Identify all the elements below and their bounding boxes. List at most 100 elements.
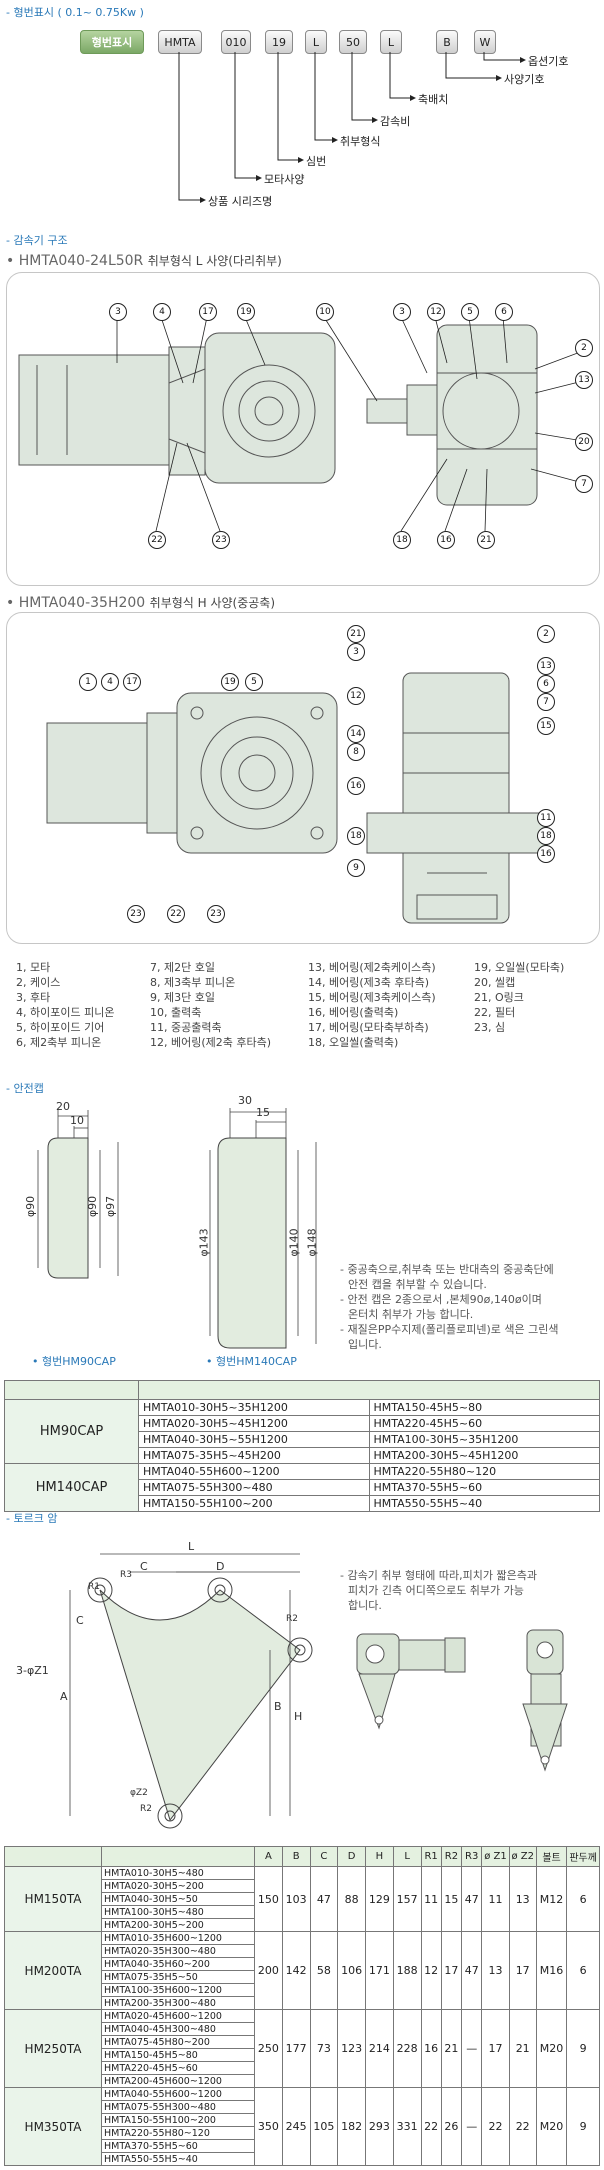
torque-arm-model: HM350TA <box>4 2087 102 2166</box>
fig2-callout-16: 16 <box>347 777 365 795</box>
fig2-callout-9: 9 <box>347 859 365 877</box>
table-cell: HMTA040-55H600~1200 <box>101 2087 255 2101</box>
fig1-callout-20: 20 <box>575 433 593 451</box>
ta-dim-L: L <box>188 1540 195 1553</box>
col-header: ø Z2 <box>508 1846 537 1867</box>
part-item: 20, 씰캡 <box>474 976 516 989</box>
part-item: 6, 제2축부 피니온 <box>16 1036 102 1049</box>
fig1-callout-2: 2 <box>575 339 593 357</box>
note-line: - 안전 캡은 2종으로서 ,본체90ø,140ø이며 <box>340 1293 542 1306</box>
col-header: H <box>365 1846 394 1867</box>
col-header: 판두께 <box>566 1846 600 1867</box>
table-row: HMTA550-55H5~40 <box>5 2152 600 2166</box>
ta-dim-R2b: R2 <box>140 1804 152 1814</box>
table-cell: 182 <box>337 2087 366 2166</box>
table-row: HM90CAP HMTA010-30H5~35H1200 HMTA150-45H… <box>4 1399 600 1464</box>
table-header-row: A B C D H L R1 R2 R3 ø Z1 ø Z2 볼트 판두께 <box>4 1846 600 1867</box>
parts-col-3: 13, 베어링(제2축케이스측) 14, 베어링(제3축 후타측) 15, 베어… <box>308 960 436 1050</box>
table-cell: 88 <box>337 1866 366 1932</box>
table-cell: 12 <box>420 1931 442 2010</box>
code-box-label: 형번표시 <box>80 30 144 54</box>
fig1-callout-5: 5 <box>461 303 479 321</box>
fig2-callout-23: 23 <box>127 905 145 923</box>
torque-arm-model: HM200TA <box>4 1931 102 2010</box>
col-header: D <box>337 1846 366 1867</box>
fig1-callout-10: 10 <box>316 303 334 321</box>
fig1-callout-13: 13 <box>575 371 593 389</box>
ta-dim-B: B <box>274 1700 282 1713</box>
table-cell: 6 <box>566 1866 600 1932</box>
fig2-subtitle: 취부형식 H 사양(중공축) <box>149 596 276 610</box>
note-line: 합니다. <box>348 1599 382 1612</box>
label-shaft-arrangement: 축배치 <box>418 93 449 106</box>
part-item: 8, 제3축부 피니온 <box>150 976 236 989</box>
col-header: A <box>254 1846 283 1867</box>
part-item: 1, 모타 <box>16 961 51 974</box>
table-cell: 47 <box>461 1931 483 2010</box>
safety-cap-drawings <box>37 1108 317 1349</box>
fig2-callout-21: 21 <box>347 625 365 643</box>
table-cell: M12 <box>535 1866 568 1932</box>
fig2-title: • HMTA040-35H200 <box>6 595 146 611</box>
table-cell: HMTA550-55H5~40 <box>368 1495 600 1512</box>
fig2-callout-1: 1 <box>79 673 97 691</box>
table-cell: 9 <box>566 2087 600 2166</box>
table-cell: 11 <box>420 1866 442 1932</box>
note-line: - 감속기 취부 형태에 따라,피치가 짧은측과 <box>340 1569 537 1582</box>
table-cell: 200 <box>254 1931 283 2010</box>
table-cell: HMTA040-45H300~480 <box>101 2022 255 2036</box>
fig2-callout-8: 8 <box>347 743 365 761</box>
table-cell: HMTA100-30H5~35H1200 <box>368 1431 600 1448</box>
table-cell: 250 <box>254 2009 283 2088</box>
table-cell: 142 <box>281 1931 311 2010</box>
label-frame-no: 심번 <box>306 155 327 168</box>
fig1-title: • HMTA040-24L50R <box>6 253 144 269</box>
parts-col-4: 19, 오일씰(모타축) 20, 씰캡 21, O링크 22, 필터 23, 심 <box>474 960 564 1035</box>
torque-arm-title: - 토르크 암 <box>6 1512 58 1525</box>
table-row: HM140CAP HMTA040-55H600~1200 HMTA220-55H… <box>4 1463 600 1512</box>
table-cell: 350 <box>254 2087 283 2166</box>
part-item: 10, 출력축 <box>150 1006 202 1019</box>
table-cell: 22 <box>508 2087 537 2166</box>
table-cell: HMTA010-30H5~480 <box>101 1866 255 1880</box>
part-item: 23, 심 <box>474 1021 506 1034</box>
ta-dim-A: A <box>60 1690 68 1703</box>
col-header: R1 <box>420 1846 442 1867</box>
part-item: 5, 하이포이드 기어 <box>16 1021 105 1034</box>
fig2-callout-23b: 23 <box>207 905 225 923</box>
table-cell: 26 <box>440 2087 463 2166</box>
parts-col-2: 7, 제2단 호일 8, 제3축부 피니온 9, 제3단 호일 10, 출력축 … <box>150 960 271 1050</box>
cap-a-caption: • 형번HM90CAP <box>32 1355 116 1368</box>
table-cell: 21 <box>440 2009 463 2088</box>
table-cell: HMTA075-35H5~50 <box>101 1970 255 1984</box>
fig1-callout-21: 21 <box>477 531 495 549</box>
part-item: 21, O링크 <box>474 991 524 1004</box>
fig1-callout-19: 19 <box>237 303 255 321</box>
fig1-callout-7: 7 <box>575 475 593 493</box>
table-cell: HMTA010-35H600~1200 <box>101 1931 255 1945</box>
table-cell: HMTA010-30H5~35H1200 <box>138 1399 370 1416</box>
code-box-ratio-frame: 19 <box>265 30 293 54</box>
table-cell: HMTA200-35H300~480 <box>101 1996 255 2010</box>
fig1-subtitle: 취부형식 L 사양(다리취부) <box>147 254 282 268</box>
torque-arm-model: HM150TA <box>4 1866 102 1932</box>
fig2-callout-3: 3 <box>347 643 365 661</box>
col-header: C <box>309 1846 339 1867</box>
cap-model-hm140: HM140CAP <box>4 1463 139 1512</box>
ta-dim-R2: R2 <box>286 1614 298 1624</box>
table-cell: 47 <box>461 1866 483 1932</box>
part-item: 12, 베어링(제2축 후타측) <box>150 1036 272 1049</box>
table-cell: 103 <box>281 1866 311 1932</box>
naming-leader-lines <box>178 52 526 203</box>
fig2-callout-17: 17 <box>123 673 141 691</box>
table-cell: HMTA150-55H100~200 <box>101 2113 255 2127</box>
table-cell: 6 <box>566 1931 600 2010</box>
label-spec-code: 사양기호 <box>504 73 545 86</box>
table-cell: HMTA040-30H5~55H1200 <box>138 1431 370 1448</box>
fig1-drawing <box>18 316 584 532</box>
table-cell: HMTA075-55H300~480 <box>138 1479 370 1496</box>
col-header: 볼트 <box>535 1846 568 1867</box>
cap-b-dim-phi143: φ143 <box>197 1228 211 1257</box>
